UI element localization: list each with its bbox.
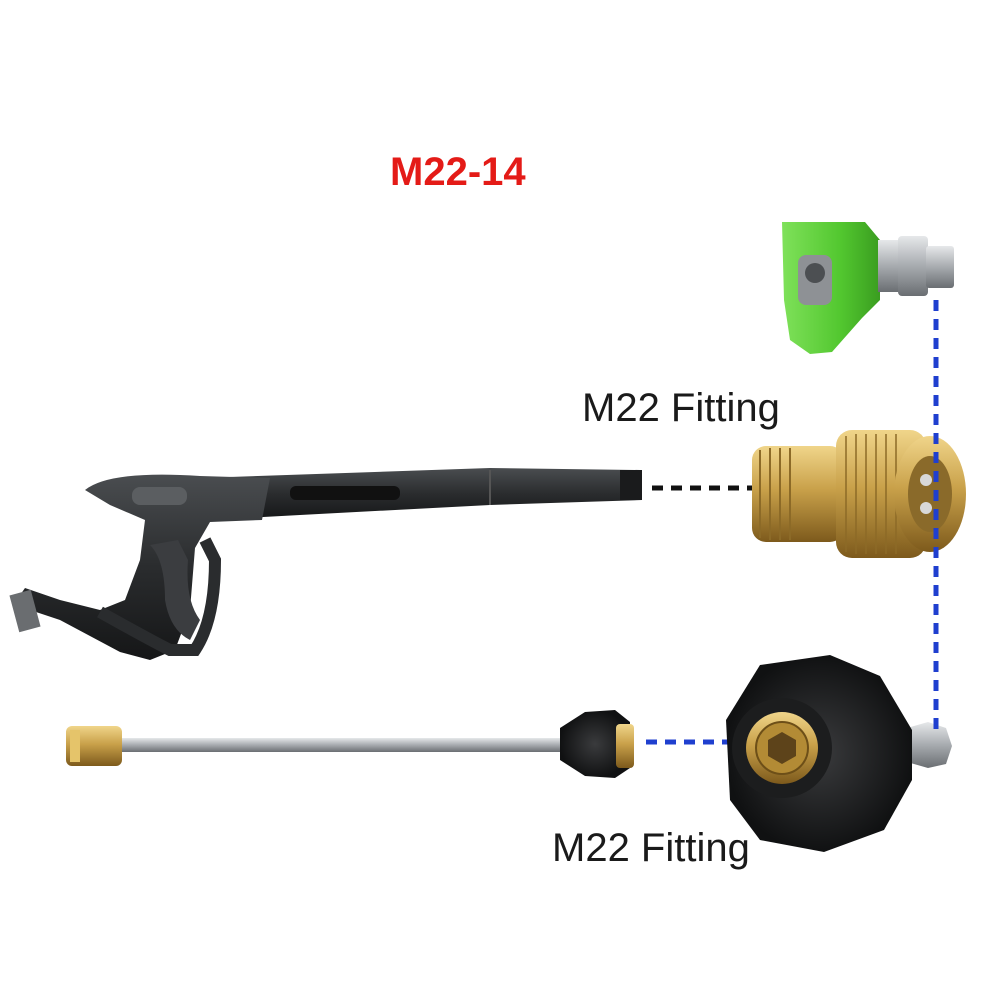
- spray-wand: [66, 710, 634, 778]
- spray-gun: [9, 468, 642, 660]
- green-nozzle: [782, 222, 954, 354]
- brass-fitting: [752, 430, 966, 558]
- fitting-label-bottom: M22 Fitting: [552, 826, 750, 870]
- m22-adapter: [726, 655, 952, 852]
- fitting-label-top: M22 Fitting: [582, 386, 780, 430]
- model-title: M22-14: [390, 150, 526, 194]
